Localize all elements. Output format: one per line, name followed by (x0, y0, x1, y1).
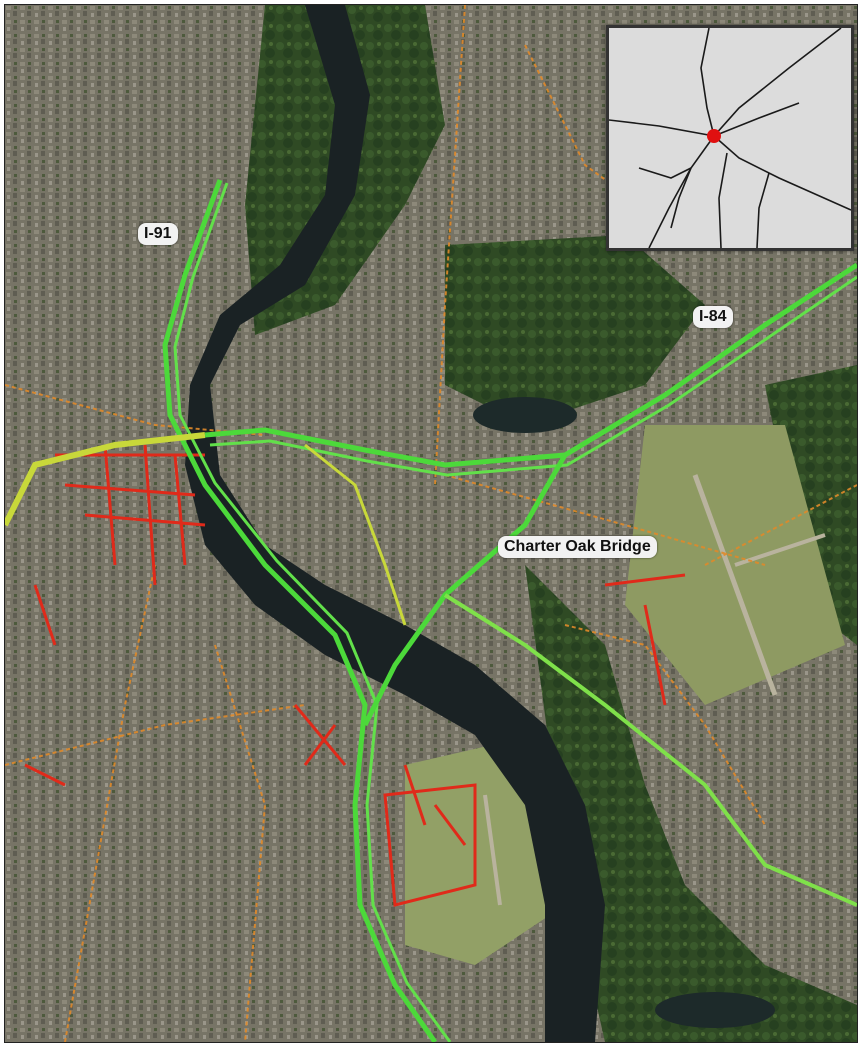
label-i84: I-84 (693, 306, 733, 328)
highway-i84 (5, 262, 857, 527)
inset-overview-map[interactable] (606, 25, 854, 251)
forest-area (525, 565, 857, 1042)
local-roads (5, 5, 857, 1042)
runway (692, 474, 778, 696)
location-dot-icon (707, 129, 721, 143)
pond (473, 397, 577, 433)
inset-road-network (609, 28, 851, 248)
congestion-clusters (24, 444, 686, 907)
forest-area (765, 365, 857, 645)
map-view[interactable]: I-91 I-84 Charter Oak Bridge (4, 4, 858, 1043)
forest-area (445, 235, 705, 425)
river (185, 5, 605, 1042)
charter-oak-route (304, 443, 857, 907)
inset-roads (609, 28, 851, 248)
highway-i91 (162, 179, 452, 1042)
runway (483, 794, 502, 906)
label-charter-oak-bridge: Charter Oak Bridge (498, 536, 657, 558)
label-i91: I-91 (138, 223, 178, 245)
pond (655, 992, 775, 1028)
